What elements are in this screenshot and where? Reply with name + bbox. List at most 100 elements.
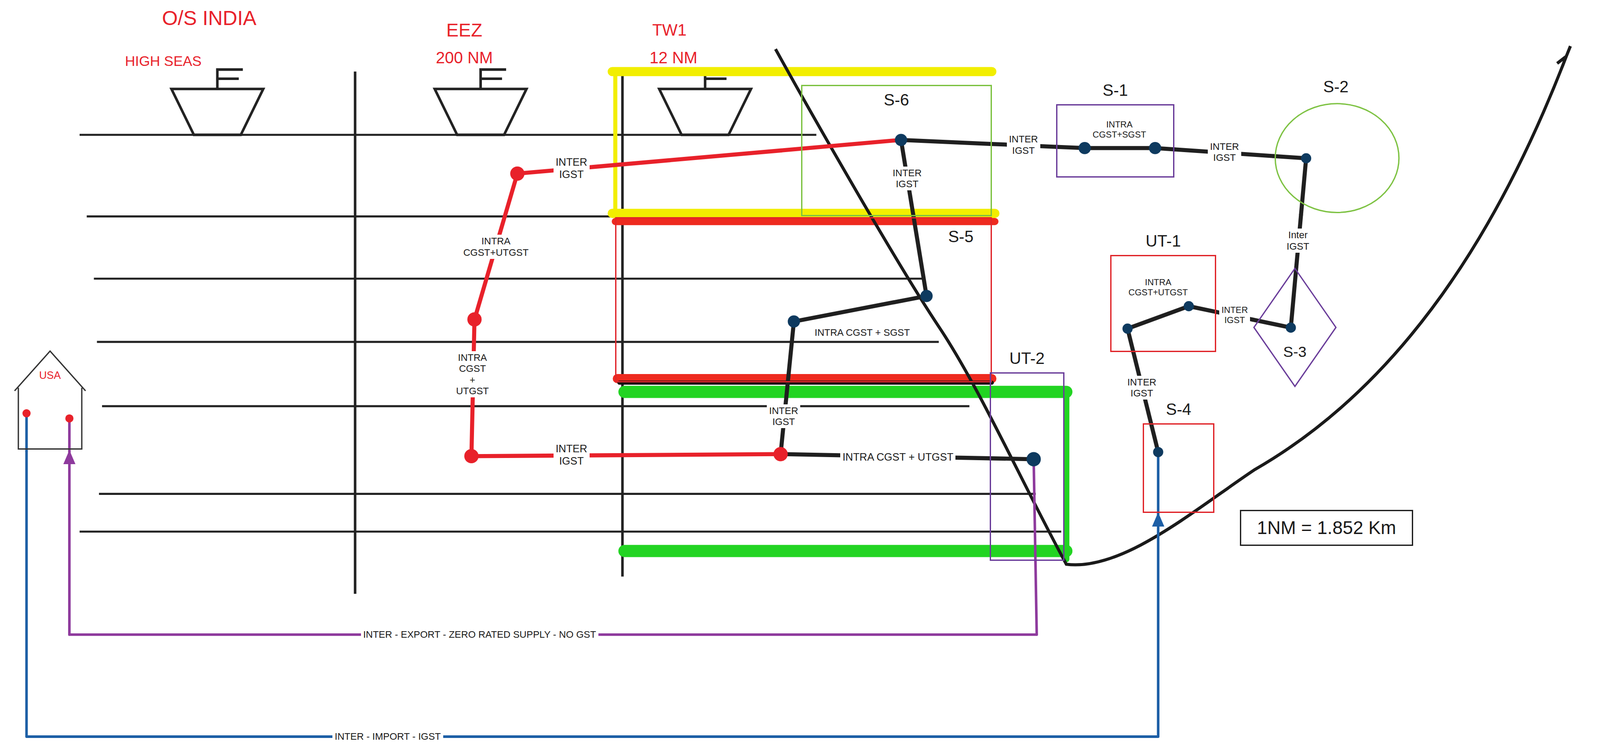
node-title: UT-2 <box>1009 349 1045 369</box>
sea-line <box>102 405 970 408</box>
red-route <box>471 139 901 456</box>
sea-dot <box>510 166 525 181</box>
green-highlight <box>624 386 1067 399</box>
node-title: UT-1 <box>1145 232 1181 252</box>
usa-dot <box>65 414 74 423</box>
sea-line <box>79 530 1062 533</box>
intra-label: INTRA CGST+UTGST <box>1128 277 1189 298</box>
anchor-stub <box>1301 158 1307 215</box>
supply-dot <box>1285 322 1296 333</box>
node-title: S-2 <box>1323 77 1349 97</box>
anchor-stub <box>900 139 992 144</box>
node-title: S-6 <box>883 91 910 110</box>
supply-dot <box>1152 447 1163 458</box>
ship-icon <box>171 69 264 135</box>
anchor-stub <box>25 413 28 452</box>
ship-hull <box>434 88 527 135</box>
country-house: USA <box>12 349 88 452</box>
state-region: S-6 <box>801 84 992 217</box>
state-box: S-1 <box>1056 104 1175 178</box>
ship-icon <box>434 69 527 135</box>
state-diamond-outline <box>1253 267 1337 388</box>
edge-label: INTER IGST <box>1006 132 1041 157</box>
supply-dot <box>1183 301 1194 312</box>
supply-dot <box>1301 153 1312 164</box>
supply-dot <box>1026 452 1041 467</box>
zone-boundary <box>353 71 357 595</box>
supply-dot <box>920 290 933 303</box>
intra-line <box>1127 306 1189 329</box>
note-box: 1NM = 1.852 Km <box>1239 510 1414 546</box>
sea-dot <box>773 447 788 462</box>
edge-label: INTER IGST <box>1219 304 1251 327</box>
node-title: S-1 <box>1102 81 1129 101</box>
connector <box>69 451 1037 635</box>
node-title: 1NM = 1.852 Km <box>1257 517 1396 539</box>
sea-line <box>98 492 1036 496</box>
intra-line <box>794 295 927 322</box>
country-house-outline <box>12 349 88 452</box>
route-label: INTRA CGST + UTGST <box>453 351 492 398</box>
diamond-outline <box>1253 268 1336 387</box>
supply-points <box>787 133 1312 467</box>
anchor-stub <box>1290 267 1297 328</box>
sea-lines <box>79 71 1062 595</box>
red-highlight <box>615 218 995 226</box>
yellow-highlight <box>613 69 618 217</box>
intra-label: INTRA CGST + SGST <box>814 327 911 339</box>
connector <box>780 382 990 459</box>
sea-line <box>96 341 939 344</box>
anchor-stub <box>68 418 71 452</box>
zone-boundary <box>621 71 624 577</box>
connector <box>26 451 1159 737</box>
connector-group <box>69 418 1037 635</box>
zone-heading: TW1 <box>652 21 687 41</box>
ship-icon <box>659 69 751 135</box>
anchor-stub <box>1033 459 1036 562</box>
circle-outline <box>1275 103 1400 213</box>
edge-label: INTER IGST <box>1125 375 1159 401</box>
sea-dot <box>467 312 482 327</box>
state-region: S-5 <box>615 217 992 383</box>
edge-label: INTER IGST <box>890 166 924 191</box>
supply-dot <box>1148 142 1162 155</box>
sea-dot <box>464 449 479 464</box>
anchor-stub <box>913 217 927 297</box>
zone-heading: O/S INDIA <box>161 6 257 30</box>
sea-points <box>22 166 788 464</box>
ut-box: UT-1 <box>1110 255 1217 352</box>
edge-label: Inter IGST <box>1284 228 1312 253</box>
state-circle-outline <box>1273 102 1401 215</box>
house-outline <box>14 350 86 449</box>
supply-dot <box>1122 323 1133 334</box>
supply-dot <box>894 133 908 146</box>
zone-heading: EEZ <box>446 19 483 41</box>
intra-label: INTRA CGST + UTGST <box>840 450 956 465</box>
intra-label: INTRA CGST+SGST <box>1092 119 1147 140</box>
anchor-stub <box>1156 452 1160 514</box>
route-label: INTER IGST <box>553 441 590 468</box>
ut-region: UT-2 <box>989 372 1065 562</box>
supply-dot <box>1078 142 1091 155</box>
zone-distance: 12 NM <box>649 48 698 68</box>
edge-label: INTER - EXPORT - ZERO RATED SUPPLY - NO … <box>360 628 599 642</box>
ship-mast <box>217 69 243 89</box>
zone-distance: 200 NM <box>435 48 493 68</box>
green-highlight <box>624 545 1067 558</box>
edge-label: INTER IGST <box>766 404 801 429</box>
highlight-bands <box>612 69 1067 560</box>
intra-line <box>1084 145 1156 150</box>
ship-hull <box>171 88 264 135</box>
sea-line <box>94 277 924 281</box>
state-diamond: S-3 <box>1253 267 1337 388</box>
connector-group <box>26 413 1159 737</box>
state-box: S-4 <box>1142 423 1214 514</box>
route-label: INTER IGST <box>553 155 590 182</box>
state-circle: S-2 <box>1273 102 1401 215</box>
edge-label: INTER IGST <box>1207 140 1242 165</box>
node-title: USA <box>39 369 61 382</box>
